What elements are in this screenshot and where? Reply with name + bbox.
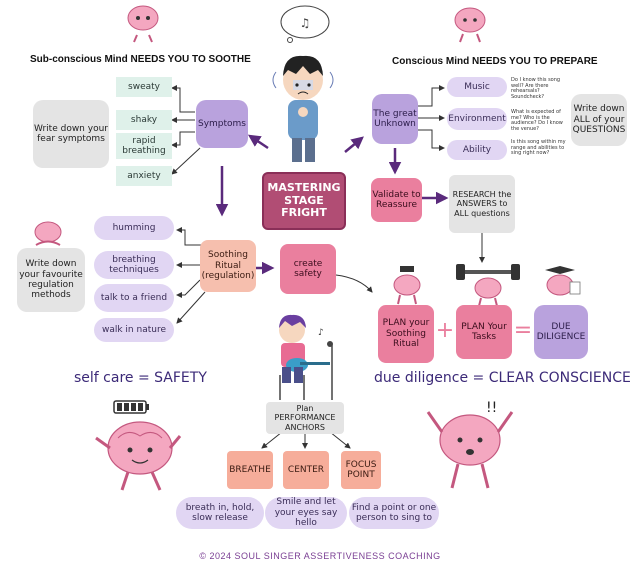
symptom-item: rapid breathing — [116, 133, 172, 159]
soothing-item: talk to a friend — [94, 284, 174, 312]
due-diligence-slogan: due diligence = CLEAR CONSCIENCE — [374, 370, 631, 386]
unknown-item: Music — [447, 77, 507, 97]
battery-icon — [113, 400, 149, 414]
subconscious-heading: Sub-conscious Mind NEEDS YOU TO SOOTHE — [30, 54, 251, 65]
brain-happy-illustration — [95, 421, 182, 491]
symptom-connectors — [171, 85, 201, 175]
brain-worried-illustration — [454, 7, 486, 43]
ability-questions: Is this song within my range and abiliti… — [511, 139, 566, 156]
environment-questions: What is expected of me? Who is the audie… — [511, 109, 563, 132]
great-unknown-node: The great Unknown — [372, 94, 418, 144]
anchor-focus-point: FOCUS POINT — [341, 451, 381, 489]
brain-weightlifting-illustration — [456, 264, 520, 307]
plan-ritual-node: PLAN your Soothing Ritual — [378, 305, 434, 363]
regulation-note: Write down your favourite regulation met… — [17, 248, 85, 312]
anchor-connectors — [261, 231, 485, 449]
anchor-breathe-desc: breath in, hold, slow release — [176, 497, 264, 529]
research-node: RESEARCH the ANSWERS to ALL questions — [449, 175, 515, 233]
due-diligence-node: DUE DILIGENCE — [534, 305, 588, 359]
exclamation-marks: !! — [486, 400, 498, 416]
anchor-center: CENTER — [283, 451, 329, 489]
anchor-center-desc: Smile and let your eyes say hello — [265, 497, 347, 529]
brain-hat-illustration — [393, 266, 421, 305]
center-title: MASTERING STAGE FRIGHT — [262, 172, 346, 230]
create-safety-node: create safety — [280, 244, 336, 294]
anchor-focus-desc: Find a point or one person to sing to — [349, 497, 439, 529]
unknown-item: Ability — [447, 140, 507, 160]
questions-note: Write down ALL of your QUESTIONS — [571, 94, 627, 146]
svg-text:♪: ♪ — [318, 328, 324, 338]
plus-sign: + — [435, 318, 455, 344]
equals-sign: = — [513, 318, 533, 344]
soothing-item: humming — [94, 216, 174, 240]
anchor-breathe: BREATHE — [227, 451, 273, 489]
brain-shocked-illustration — [426, 411, 514, 489]
footer-copyright: © 2024 SOUL SINGER ASSERTIVENESS COACHIN… — [199, 551, 441, 561]
soothing-item: breathing techniques — [94, 251, 174, 279]
symptoms-node: Symptoms — [196, 100, 248, 148]
self-care-slogan: self care = SAFETY — [74, 370, 207, 386]
anxious-person-illustration: ♫ — [272, 5, 334, 162]
unknown-item: Environment — [447, 108, 507, 130]
validate-node: Validate to Reassure — [371, 178, 422, 222]
brain-graduate-illustration — [545, 266, 581, 296]
fear-symptoms-note: Write down your fear symptoms — [33, 100, 109, 168]
unknown-connectors — [418, 85, 445, 151]
soothing-connectors — [176, 227, 206, 324]
music-questions: Do I know this song well? Are there rehe… — [511, 77, 561, 100]
brain-meditating-illustration — [34, 221, 62, 246]
svg-text:♫: ♫ — [300, 16, 311, 30]
conscious-heading: Conscious Mind NEEDS YOU TO PREPARE — [392, 56, 598, 67]
symptom-item: sweaty — [116, 77, 172, 97]
soothing-ritual-node: Soothing Ritual (regulation) — [200, 240, 256, 292]
main-arrows — [215, 134, 449, 275]
symptom-item: shaky — [116, 110, 172, 130]
brain-dizzy-illustration — [127, 5, 159, 43]
symptom-item: anxiety — [116, 166, 172, 186]
plan-tasks-node: PLAN Your Tasks — [456, 305, 512, 359]
performance-anchors-node: Plan PERFORMANCE ANCHORS — [266, 402, 344, 434]
singer-with-guitar-illustration: ♪ — [279, 314, 333, 400]
soothing-item: walk in nature — [94, 318, 174, 342]
